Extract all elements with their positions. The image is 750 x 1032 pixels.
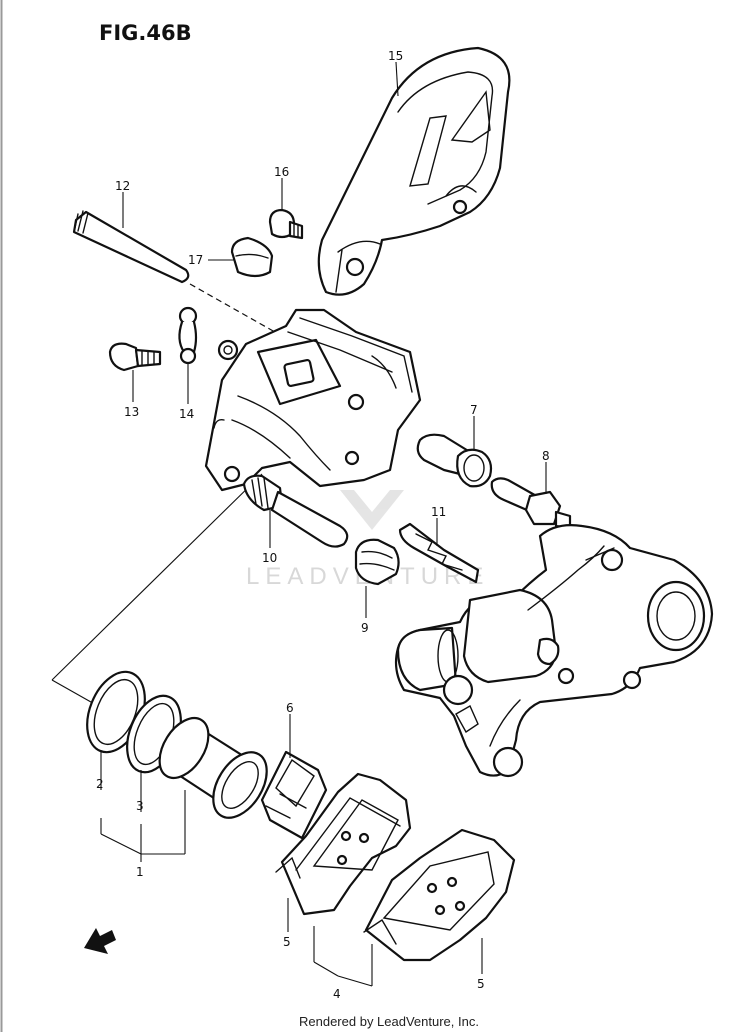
callout-13: 13 (124, 405, 139, 419)
part-13-bleeder (108, 342, 162, 372)
fwd-arrow-icon (84, 928, 116, 954)
part-14-bleeder-cap (178, 306, 198, 365)
callout-10: 10 (262, 551, 277, 565)
callout-4: 4 (333, 987, 341, 1001)
callout-14: 14 (179, 407, 194, 421)
callout-17: 17 (188, 253, 203, 267)
footer-credit: Rendered by LeadVenture, Inc. (299, 1014, 479, 1029)
leader-lines (100, 61, 547, 987)
leader-seals-bracket (51, 679, 99, 707)
part-17-cap (230, 236, 274, 278)
caliper-body (204, 308, 422, 492)
part-10-slide-pin (242, 474, 349, 548)
part-6-shim (260, 750, 328, 840)
callout-2: 2 (96, 777, 104, 791)
assembly-line-pin (189, 283, 283, 337)
part-4-5-pad-left (275, 772, 412, 916)
callout-9: 9 (361, 621, 369, 635)
callout-16: 16 (274, 165, 289, 179)
caliper-bracket (394, 524, 714, 778)
part-11-spring (398, 522, 480, 584)
callout-labels: 15 12 16 17 13 14 7 8 11 10 9 6 2 3 1 5 … (96, 49, 550, 1001)
callout-11: 11 (431, 505, 446, 519)
figure-title: FIG.46B (99, 21, 192, 45)
part-16-bolt (268, 208, 304, 240)
callout-8: 8 (542, 449, 550, 463)
part-4-5-pad-right (363, 828, 516, 962)
part-8-bolt (490, 477, 572, 530)
part-1-piston (158, 716, 268, 819)
callout-6: 6 (286, 701, 294, 715)
callout-5-left: 5 (283, 935, 291, 949)
callout-3: 3 (136, 799, 144, 813)
callout-1: 1 (136, 865, 144, 879)
callout-12: 12 (115, 179, 130, 193)
callout-15: 15 (388, 49, 403, 63)
callout-5-right: 5 (477, 977, 485, 991)
part-15-guard (317, 46, 511, 296)
callout-7: 7 (470, 403, 478, 417)
part-12-pin (72, 210, 190, 284)
part-9-boot (354, 538, 400, 586)
leader-caliper-to-seals (51, 473, 263, 681)
part-7-sleeve (416, 433, 493, 488)
